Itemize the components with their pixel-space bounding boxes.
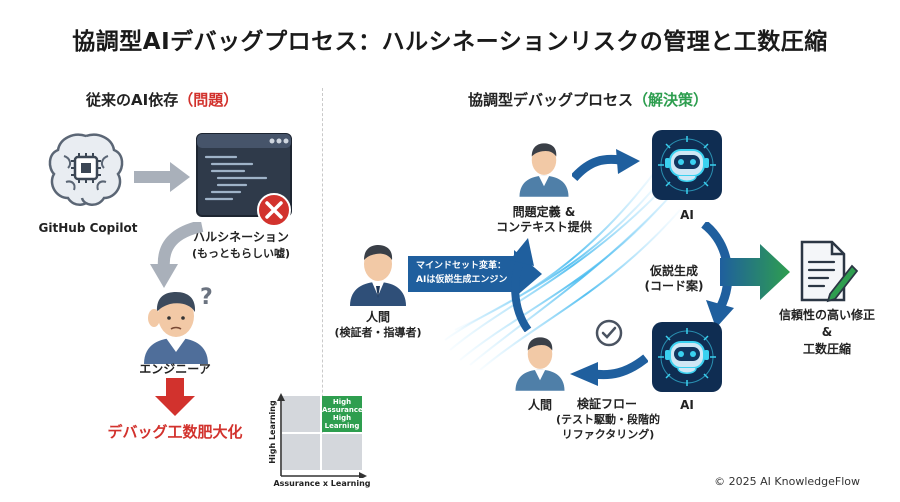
arrow-right-gray bbox=[134, 162, 190, 192]
brain-chip-icon bbox=[48, 133, 124, 206]
human-left-label: 人間 bbox=[365, 310, 390, 324]
engineer-label: エンジニーア bbox=[139, 362, 211, 376]
banner-line-1: マインドセット変革： bbox=[416, 261, 507, 271]
copyright-text: © 2025 AI KnowledgeFlow bbox=[714, 475, 860, 488]
matrix-cell-bottom-left bbox=[282, 434, 320, 470]
arrow-human-up bbox=[510, 238, 534, 332]
output-line-1: 信頼性の高い修正 bbox=[778, 308, 875, 322]
copilot-label: GitHub Copilot bbox=[38, 221, 138, 235]
left-heading-tag: （問題） bbox=[178, 91, 239, 109]
human-bottom-icon bbox=[515, 337, 565, 391]
matrix-highlight-line-2: Assurance, bbox=[322, 406, 366, 414]
matrix-xlabel: Assurance x Learning bbox=[273, 479, 371, 488]
left-heading-main: 従来のAI依存 bbox=[86, 91, 179, 109]
right-heading-main: 協調型デバッグプロセス bbox=[468, 91, 634, 109]
light-swirl-decoration bbox=[444, 164, 686, 371]
arrow-to-output-green bbox=[720, 244, 790, 300]
matrix-cell-top-left bbox=[282, 396, 320, 432]
human-top-icon bbox=[519, 143, 569, 197]
matrix-ylabel: High Learning bbox=[268, 400, 277, 464]
matrix-axes bbox=[277, 393, 367, 478]
human-verifier-icon bbox=[350, 245, 406, 306]
ai-top-label: AI bbox=[680, 208, 694, 222]
error-x-icon bbox=[257, 193, 291, 227]
result-label: デバッグ工数肥大化 bbox=[107, 423, 243, 441]
hypothesis-line-1: 仮説生成 bbox=[649, 264, 698, 278]
left-section-heading: 従来のAI依存（問題） bbox=[86, 89, 238, 110]
check-circle-icon bbox=[595, 319, 623, 347]
output-line-3: 工数圧縮 bbox=[802, 342, 851, 356]
ai-bottom-label: AI bbox=[680, 398, 694, 412]
verify-line-3: リファクタリング) bbox=[561, 428, 655, 441]
matrix-highlight-line-3: High bbox=[332, 414, 352, 422]
matrix-highlight-line-4: Learning bbox=[324, 422, 360, 430]
matrix-cell-highlight: High Assurance, High Learning bbox=[322, 396, 366, 432]
human-bottom-label: 人間 bbox=[527, 398, 552, 412]
ai-robot-bottom-icon bbox=[652, 322, 722, 392]
matrix-highlight-line-1: High bbox=[332, 398, 352, 406]
arrow-to-ai-top bbox=[572, 149, 640, 182]
page-title: 協調型AIデバッグプロセス：ハルシネーションリスクの管理と工数圧縮 bbox=[72, 29, 828, 55]
right-heading-tag: （解決策） bbox=[633, 91, 709, 109]
problem-def-line-1: 問題定義 & bbox=[512, 205, 576, 219]
svg-text:?: ? bbox=[200, 285, 213, 310]
verify-line-1: 検証フロー bbox=[576, 397, 637, 411]
arrow-down-red bbox=[155, 378, 195, 416]
output-line-2: & bbox=[821, 325, 833, 339]
ai-robot-top-icon bbox=[652, 130, 722, 200]
right-section-heading: 協調型デバッグプロセス（解決策） bbox=[468, 89, 708, 110]
assurance-learning-matrix: High Assurance, High Learning bbox=[282, 396, 366, 472]
hallucination-sub: (もっともらしい嘘) bbox=[191, 247, 291, 260]
section-divider bbox=[322, 88, 323, 468]
human-left-sub: (検証者・指導者) bbox=[334, 326, 422, 339]
matrix-cell-bottom-right bbox=[322, 434, 362, 470]
banner-line-2: AIは仮説生成エンジン bbox=[416, 275, 508, 285]
mindset-banner: マインドセット変革： AIは仮説生成エンジン bbox=[412, 258, 518, 288]
document-pencil-icon bbox=[800, 240, 858, 303]
problem-def-line-2: コンテキスト提供 bbox=[496, 220, 592, 234]
hypothesis-line-2: (コード案) bbox=[644, 279, 704, 293]
verify-line-2: (テスト駆動・段階的 bbox=[555, 413, 661, 426]
confused-engineer-icon: ? bbox=[144, 285, 213, 364]
arrow-curve-gray bbox=[150, 222, 204, 288]
arrow-to-human-bottom bbox=[570, 354, 648, 386]
hallucination-label: ハルシネーション bbox=[193, 230, 289, 244]
